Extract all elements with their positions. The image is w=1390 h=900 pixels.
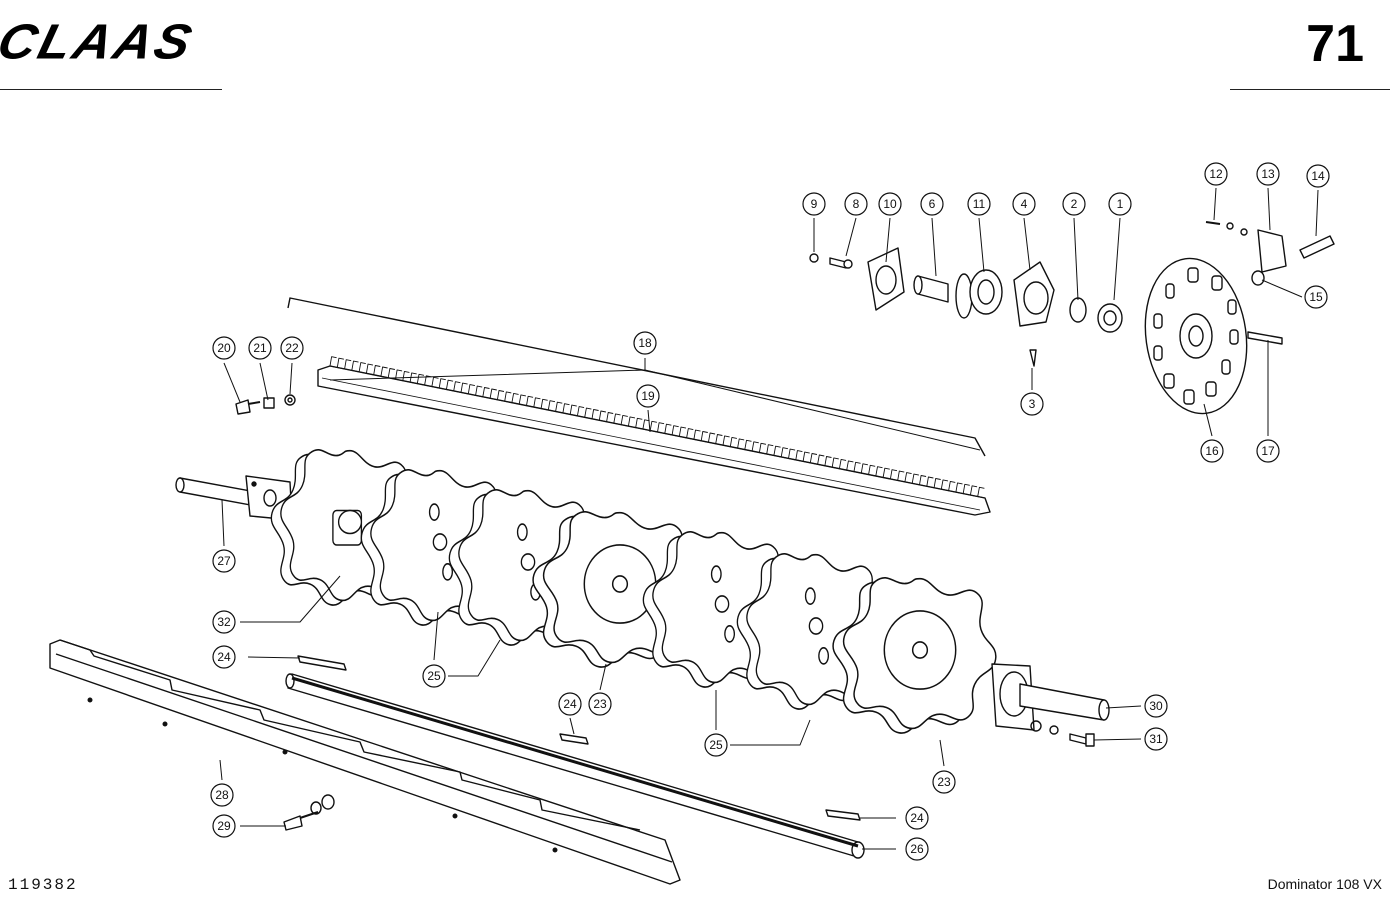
bracket-18 — [287, 297, 986, 457]
star-disc-23b — [832, 576, 997, 734]
drawing-number: 119382 — [8, 876, 78, 894]
svg-text:11: 11 — [973, 197, 986, 211]
rack-teeth — [329, 356, 985, 497]
svg-text:13: 13 — [1261, 167, 1275, 181]
svg-text:23: 23 — [937, 775, 951, 789]
svg-text:22: 22 — [285, 341, 299, 355]
callout-11: 11 — [967, 192, 991, 216]
callout-24a: 24 — [212, 645, 236, 669]
svg-text:15: 15 — [1309, 290, 1323, 304]
svg-text:14: 14 — [1311, 169, 1325, 183]
bolt-29 — [283, 794, 335, 831]
svg-text:30: 30 — [1149, 699, 1163, 713]
callout-24c: 24 — [905, 806, 929, 830]
svg-text:17: 17 — [1261, 444, 1275, 458]
callout-10: 10 — [878, 192, 902, 216]
svg-text:28: 28 — [215, 788, 229, 802]
star-disc-25a — [360, 468, 510, 626]
svg-text:1: 1 — [1117, 197, 1124, 211]
star-disc-25d — [736, 552, 886, 710]
callout-3: 3 — [1020, 392, 1044, 416]
callout-15: 15 — [1304, 285, 1328, 309]
callout-13: 13 — [1256, 162, 1280, 186]
svg-text:12: 12 — [1209, 167, 1223, 181]
bolt-31 — [1030, 720, 1095, 747]
svg-text:10: 10 — [883, 197, 897, 211]
callout-30: 30 — [1144, 694, 1168, 718]
callout-14: 14 — [1306, 164, 1330, 188]
angle-profile-28 — [49, 639, 681, 885]
svg-text:29: 29 — [217, 819, 231, 833]
svg-text:26: 26 — [910, 842, 924, 856]
shaft-30 — [991, 663, 1110, 731]
callout-24b: 24 — [558, 692, 582, 716]
callout-22: 22 — [280, 336, 304, 360]
callout-29: 29 — [212, 814, 236, 838]
callout-2: 2 — [1062, 192, 1086, 216]
svg-text:31: 31 — [1149, 732, 1163, 746]
rack-tooth-outline — [329, 356, 985, 497]
key-24c — [825, 809, 861, 821]
svg-text:32: 32 — [217, 615, 231, 629]
key-24a — [297, 655, 347, 671]
bracket-bolts-12-17 — [1205, 221, 1335, 345]
callout-23a: 23 — [588, 692, 612, 716]
svg-text:27: 27 — [217, 554, 231, 568]
leader-lines — [219, 187, 1319, 850]
svg-text:3: 3 — [1029, 397, 1036, 411]
callout-20: 20 — [212, 336, 236, 360]
bearing-assembly — [809, 247, 1123, 367]
svg-text:25: 25 — [427, 669, 441, 683]
perforated-disc-16 — [1144, 257, 1248, 415]
svg-text:24: 24 — [563, 697, 577, 711]
callout-6: 6 — [920, 192, 944, 216]
svg-text:20: 20 — [217, 341, 231, 355]
callout-12: 12 — [1204, 162, 1228, 186]
svg-text:23: 23 — [593, 697, 607, 711]
key-24b — [559, 733, 589, 745]
svg-text:24: 24 — [910, 811, 924, 825]
callout-9: 9 — [802, 192, 826, 216]
svg-text:24: 24 — [217, 650, 231, 664]
star-disc-32 — [270, 448, 420, 606]
svg-text:9: 9 — [811, 197, 818, 211]
bolt-20-21-22 — [235, 394, 296, 415]
callout-1: 1 — [1108, 192, 1132, 216]
svg-text:2: 2 — [1071, 197, 1078, 211]
callout-16: 16 — [1200, 439, 1224, 463]
header-rule-right — [1230, 89, 1390, 90]
callout-19: 19 — [636, 384, 660, 408]
svg-text:8: 8 — [853, 197, 860, 211]
callout-23b: 23 — [932, 770, 956, 794]
svg-text:18: 18 — [638, 336, 652, 350]
callout-32: 32 — [212, 610, 236, 634]
svg-text:25: 25 — [709, 738, 723, 752]
callout-18: 18 — [633, 331, 657, 355]
callout-25a: 25 — [422, 664, 446, 688]
svg-text:4: 4 — [1021, 197, 1028, 211]
page-number: 71 — [1306, 15, 1364, 73]
callout-28: 28 — [210, 783, 234, 807]
callout-8: 8 — [844, 192, 868, 216]
model-name: Dominator 108 VX — [1267, 876, 1382, 892]
callout-26: 26 — [905, 837, 929, 861]
header-rule-left — [0, 89, 222, 90]
svg-text:19: 19 — [641, 389, 655, 403]
svg-text:21: 21 — [253, 341, 267, 355]
star-disc-25c — [642, 530, 792, 688]
svg-text:16: 16 — [1205, 444, 1219, 458]
rod-26 — [285, 673, 865, 859]
callout-31: 31 — [1144, 727, 1168, 751]
callout-4: 4 — [1012, 192, 1036, 216]
callout-25b: 25 — [704, 733, 728, 757]
svg-text:6: 6 — [929, 197, 936, 211]
callout-17: 17 — [1256, 439, 1280, 463]
callout-27: 27 — [212, 549, 236, 573]
callout-21: 21 — [248, 336, 272, 360]
